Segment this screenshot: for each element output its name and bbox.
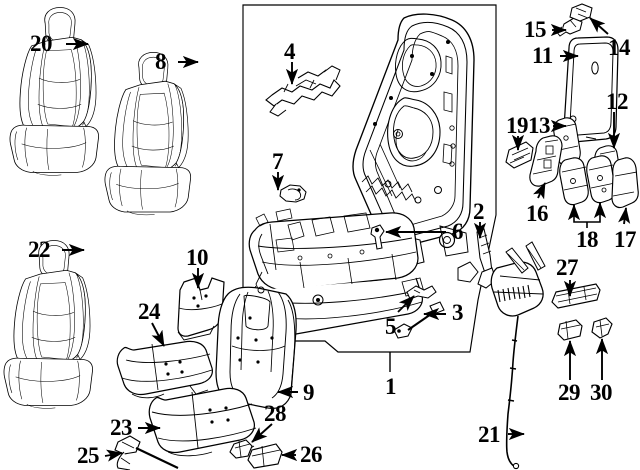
callout-label-21: 21: [478, 422, 501, 447]
part-23-seat-cushion-pad: [148, 387, 257, 457]
part-6-pivot-bolt: [370, 224, 385, 250]
part-19-track-end-cap: [505, 141, 534, 169]
part-24-cushion-upper-pad: [116, 340, 213, 399]
callout-label-4: 4: [284, 39, 296, 64]
part-26-lever-knob: [247, 443, 283, 469]
callout-label-17: 17: [614, 227, 637, 252]
part-16-side-shield: [529, 135, 563, 187]
part-10-back-upper-pad: [177, 277, 225, 341]
callout-label-10: 10: [186, 245, 209, 270]
callout-label-3: 3: [452, 300, 464, 325]
callout-leaders: [62, 17, 631, 462]
callout-label-5: 5: [385, 314, 397, 339]
part-7-hook-latch: [279, 184, 307, 203]
seat-assembly-8: [104, 52, 192, 216]
callout-label-27: 27: [556, 255, 579, 280]
part-11-back-trim-panel: [563, 36, 619, 143]
callout-label-29: 29: [558, 380, 581, 405]
callout-label-15: 15: [524, 17, 547, 42]
callout-label-24: 24: [138, 299, 161, 324]
callout-label-8: 8: [155, 49, 167, 74]
part-27-trim-strip: [551, 283, 601, 309]
bracket-18: [573, 214, 601, 223]
seat-assembly-22: [3, 240, 93, 409]
callout-label-16: 16: [526, 201, 549, 226]
callout-label-19: 19: [506, 113, 529, 138]
leader-16: [533, 182, 546, 200]
seat-assembly-20: [9, 7, 99, 176]
callout-label-12: 12: [606, 89, 629, 114]
part-4-wire-clips: [265, 65, 341, 117]
callout-label-1: 1: [385, 374, 397, 399]
callout-label-13: 13: [528, 113, 551, 138]
leader-28: [251, 423, 273, 443]
callout-label-28: 28: [264, 401, 287, 426]
leader-14: [589, 17, 609, 35]
part-30-cap: [591, 317, 613, 339]
part-14-clip: [569, 3, 593, 22]
part-17-outer-side-cover: [611, 157, 639, 209]
callout-label-14: 14: [608, 35, 631, 60]
leader-24: [151, 322, 165, 347]
callout-label-20: 20: [30, 31, 53, 56]
part-21-motor-cable: [490, 241, 546, 470]
part-18-handle-cover-right: [586, 155, 616, 204]
callout-label-23: 23: [110, 415, 133, 440]
callout-label-25: 25: [77, 443, 100, 468]
part-9-seat-back-pad: [215, 286, 297, 410]
part-28-end-cap: [229, 439, 253, 459]
callout-label-26: 26: [300, 442, 323, 467]
leader-5: [397, 295, 415, 313]
callout-label-6: 6: [452, 219, 464, 244]
part-2-recliner-rod: [457, 228, 497, 289]
callout-label-22: 22: [28, 237, 51, 262]
leader-25: [104, 449, 123, 462]
callout-label-11: 11: [532, 43, 553, 68]
part-18-handle-cover-left: [559, 157, 589, 206]
leader-17: [618, 207, 631, 225]
callout-label-9: 9: [303, 380, 315, 405]
callout-label-2: 2: [473, 199, 485, 224]
part-29-cap: [557, 319, 583, 341]
callout-label-18: 18: [576, 227, 599, 252]
callout-label-30: 30: [590, 380, 613, 405]
callout-label-7: 7: [272, 149, 284, 174]
